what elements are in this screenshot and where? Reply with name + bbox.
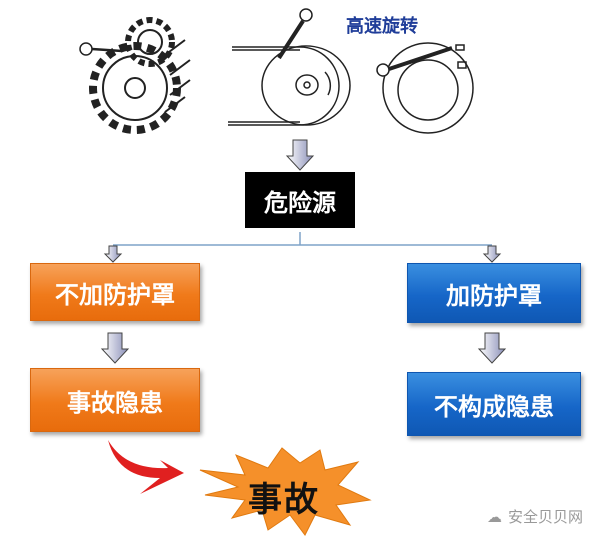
ring-illustration xyxy=(376,42,474,134)
down-arrow-icon xyxy=(285,139,315,171)
red-curved-arrow-icon xyxy=(108,440,184,494)
down-arrow-icon xyxy=(482,245,502,263)
down-arrow-icon xyxy=(477,332,507,364)
with-guard-box: 加防护罩 xyxy=(407,263,581,323)
down-arrow-icon xyxy=(100,332,130,364)
not-hazard-box: 不构成隐患 xyxy=(407,372,581,436)
accident-label: 事故 xyxy=(248,480,320,520)
wechat-icon: ☁ xyxy=(487,507,502,526)
high-speed-rotation-label: 高速旋转 xyxy=(346,15,418,37)
machinery-illustration: 高速旋转 xyxy=(79,8,474,134)
starburst-shape xyxy=(199,447,372,536)
hazard-source-box: 危险源 xyxy=(245,172,355,228)
watermark: ☁ 安全贝贝网 xyxy=(487,506,583,527)
down-arrow-icon xyxy=(103,245,123,263)
no-guard-box: 不加防护罩 xyxy=(30,263,200,321)
watermark-text: 安全贝贝网 xyxy=(508,508,584,526)
belt-pulley-illustration xyxy=(228,8,351,126)
person-marker-gear xyxy=(79,42,123,56)
gear-pair-illustration xyxy=(89,17,191,134)
accident-hazard-box: 事故隐患 xyxy=(30,368,200,432)
